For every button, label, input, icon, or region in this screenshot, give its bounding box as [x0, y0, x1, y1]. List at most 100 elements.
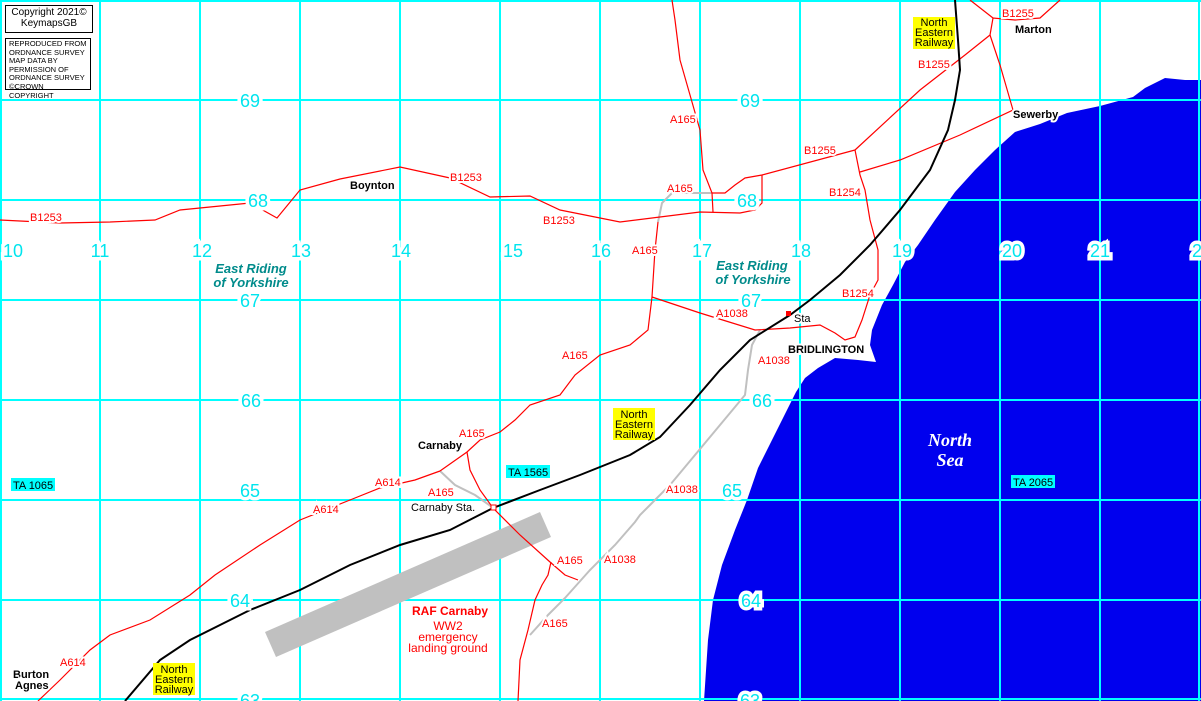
railway-label-line: Railway: [915, 37, 954, 49]
railway-label-line: Railway: [155, 684, 194, 696]
road-label-b1253: B1253: [30, 212, 62, 224]
grid-ref-ta2065: TA 2065: [1013, 477, 1053, 489]
region-label: of Yorkshire: [213, 275, 288, 290]
grid-ref-ta1565: TA 1565: [508, 467, 548, 479]
region-label: East Riding: [716, 258, 788, 273]
railway-label-line: Eastern: [615, 419, 653, 431]
road-label-a165: A165: [667, 183, 693, 195]
raf-note: landing ground: [408, 641, 487, 655]
road-label-b1253: B1253: [450, 172, 482, 184]
easting-label: 15: [503, 241, 523, 261]
road-label-b1255: B1255: [918, 59, 950, 71]
road-label-a614: A614: [313, 504, 339, 516]
carnaby-station-marker: [490, 504, 497, 511]
notice-line: PERMISSION OF: [9, 64, 69, 74]
road-labels: B1253 B1253 B1253 B1255 B1255 B1255 B125…: [28, 6, 1036, 671]
notice-line: ORDNANCE SURVEY: [9, 73, 85, 83]
road-label-a614: A614: [60, 657, 86, 669]
northing-label: 69: [740, 91, 760, 111]
raf-carnaby-label: RAF Carnaby WW2 emergency landing ground: [408, 604, 488, 655]
notice-line: MAP DATA BY: [9, 56, 58, 66]
road-label-b1255: B1255: [1002, 8, 1034, 20]
easting-label: 12: [192, 241, 212, 261]
place-bridlington: BRIDLINGTON: [788, 344, 864, 356]
northing-label: 66: [241, 391, 261, 411]
region-label-west: East Riding of Yorkshire: [211, 259, 291, 293]
place-burton-agnes: Burton: [13, 669, 49, 681]
railway-label-line: North: [161, 664, 188, 676]
place-carnaby: Carnaby: [418, 440, 463, 452]
north-eastern-railway: [124, 0, 962, 701]
northing-label: 63: [240, 691, 260, 701]
northing-label: 65: [722, 481, 742, 501]
raf-note: emergency: [418, 630, 477, 644]
road-label-b1253: B1253: [543, 215, 575, 227]
notice-line: ORDNANCE SURVEY: [9, 47, 85, 57]
region-label: of Yorkshire: [715, 272, 790, 287]
place-labels: Marton Sewerby Boynton BRIDLINGTON Carna…: [11, 22, 1061, 694]
ordnance-survey-notice: REPRODUCED FROM ORDNANCE SURVEY MAP DATA…: [5, 38, 91, 99]
road-label-a165: A165: [632, 245, 658, 257]
northing-label: 64: [230, 591, 250, 611]
road-label-a165: A165: [557, 555, 583, 567]
railway-label-line: Eastern: [155, 674, 193, 686]
place-sewerby: Sewerby: [1013, 109, 1059, 121]
road-label-a165: A165: [459, 428, 485, 440]
notice-line: REPRODUCED FROM: [9, 39, 87, 48]
northing-label: 68: [737, 191, 757, 211]
railway-label-top: North Eastern Railway: [913, 17, 955, 49]
easting-label: 17: [692, 241, 712, 261]
easting-label: 10: [3, 241, 23, 261]
easting-label: 18: [791, 241, 811, 261]
sea-label: Sea: [937, 450, 964, 470]
easting-label: 20: [1002, 241, 1022, 261]
raf-note: WW2: [433, 619, 463, 633]
railway-label-line: Eastern: [915, 27, 953, 39]
road-label-b1254: B1254: [829, 187, 861, 199]
copyright-box: Copyright 2021© KeymapsGB: [5, 5, 93, 33]
bridlington-station-marker: [786, 311, 791, 316]
railway-label-line: North: [921, 17, 948, 29]
road-label-a1038: A1038: [758, 355, 790, 367]
road-label-b1254: B1254: [842, 288, 874, 300]
place-burton-agnes: Agnes: [15, 680, 49, 692]
easting-label: 11: [91, 241, 110, 261]
northing-labels: 69 69 68 68 67 67 66 66 65 65 64 64 63 6…: [226, 88, 775, 701]
region-label: East Riding: [215, 261, 287, 276]
notice-line: ©CROWN COPYRIGHT: [9, 81, 54, 100]
northing-label: 65: [240, 481, 260, 501]
road-label-a165: A165: [670, 114, 696, 126]
road-label-a165: A165: [562, 350, 588, 362]
place-boynton: Boynton: [350, 180, 395, 192]
northing-label: 69: [240, 91, 260, 111]
railway-label-middle: North Eastern Railway: [613, 408, 655, 441]
railway-label-line: Railway: [615, 429, 654, 441]
road-label-a1038: A1038: [716, 308, 748, 320]
road-label-b1255: B1255: [804, 145, 836, 157]
place-marton: Marton: [1015, 24, 1052, 36]
raf-runway: [265, 512, 551, 657]
northing-label: 68: [248, 191, 268, 211]
station-label: Carnaby Sta.: [411, 502, 475, 514]
road-label-a1038: A1038: [604, 554, 636, 566]
road-label-a614: A614: [375, 477, 401, 489]
easting-label: 16: [591, 241, 611, 261]
station-label: Sta: [794, 313, 811, 325]
easting-label: 2: [1192, 241, 1201, 261]
region-label-east: East Riding of Yorkshire: [713, 256, 793, 290]
raf-title: RAF Carnaby: [412, 604, 488, 618]
easting-label: 21: [1090, 241, 1110, 261]
north-sea: [704, 78, 1201, 701]
easting-labels: 10 11 12 13 14 15 16 17 18 19 20 21 2: [0, 238, 1201, 265]
sea-label: North: [927, 430, 972, 450]
easting-label: 13: [291, 241, 311, 261]
copyright-text: Copyright 2021©: [11, 7, 87, 18]
easting-label: 19: [892, 241, 912, 261]
grid-ref-labels: TA 1065 TA 1565 TA 2065: [11, 465, 1055, 492]
minor-roads: [439, 192, 761, 636]
roads: [0, 0, 1061, 701]
northing-label: 63: [740, 691, 760, 701]
